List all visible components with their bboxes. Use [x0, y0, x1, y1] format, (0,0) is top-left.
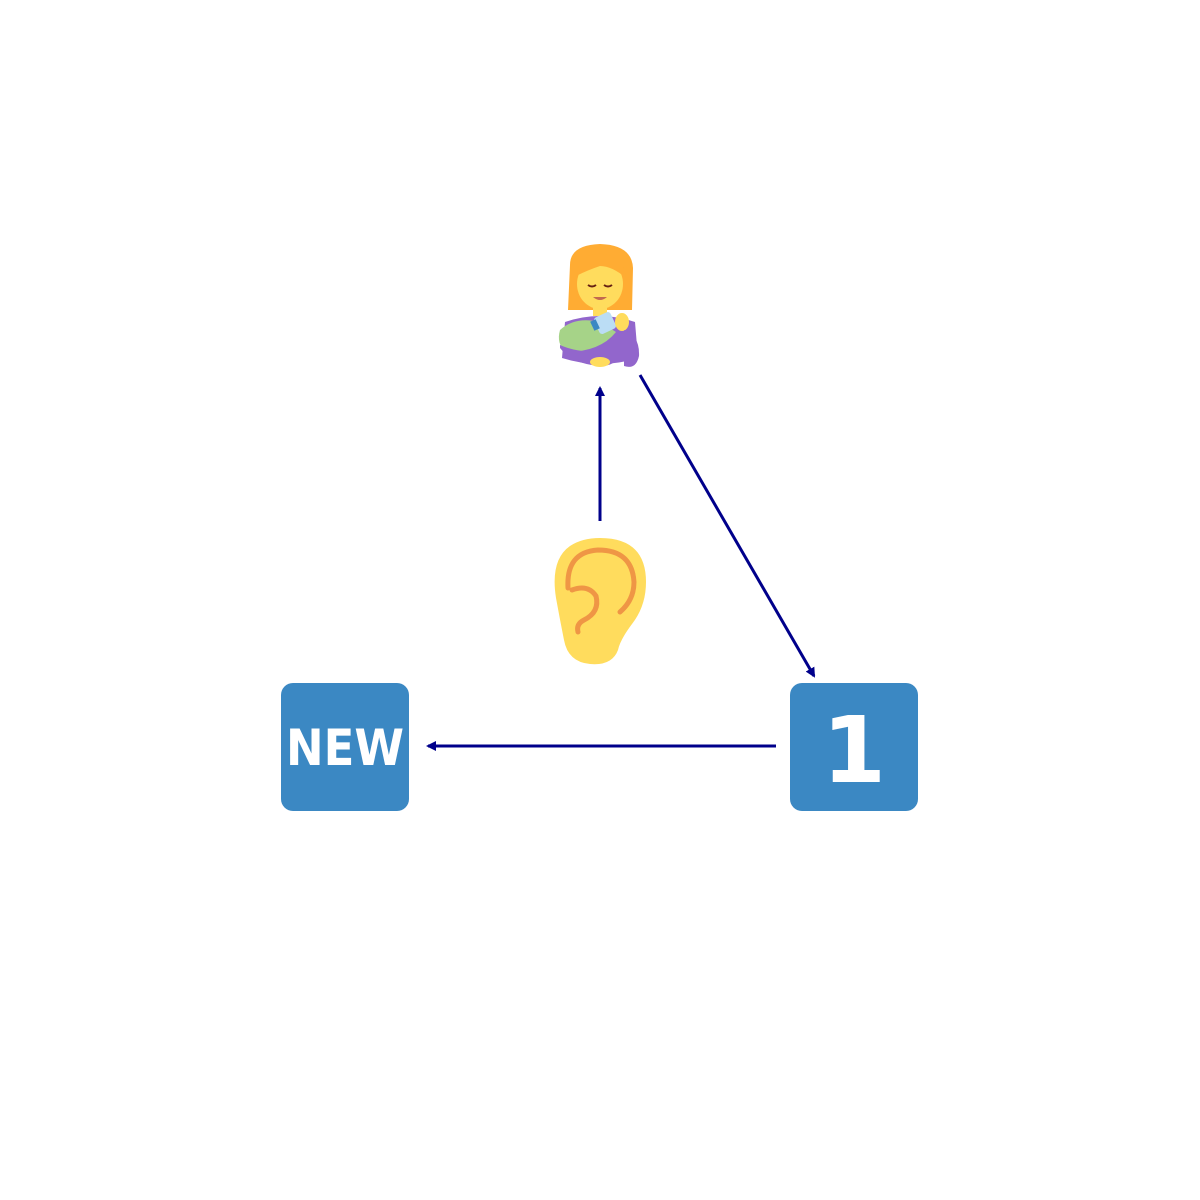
edge-woman-to-keycap-one: [638, 374, 816, 678]
keycap-one-label: 1: [822, 697, 886, 804]
new-button-label: NEW: [286, 719, 404, 777]
edges: [426, 374, 816, 751]
keycap-one-box: [790, 683, 918, 811]
new-button-icon: NEW: [281, 683, 409, 811]
ear-icon: [554, 538, 646, 665]
woman-feeding-baby-icon: [558, 244, 640, 367]
new-button-box: [281, 683, 409, 811]
keycap-1-icon: 1: [790, 683, 918, 811]
